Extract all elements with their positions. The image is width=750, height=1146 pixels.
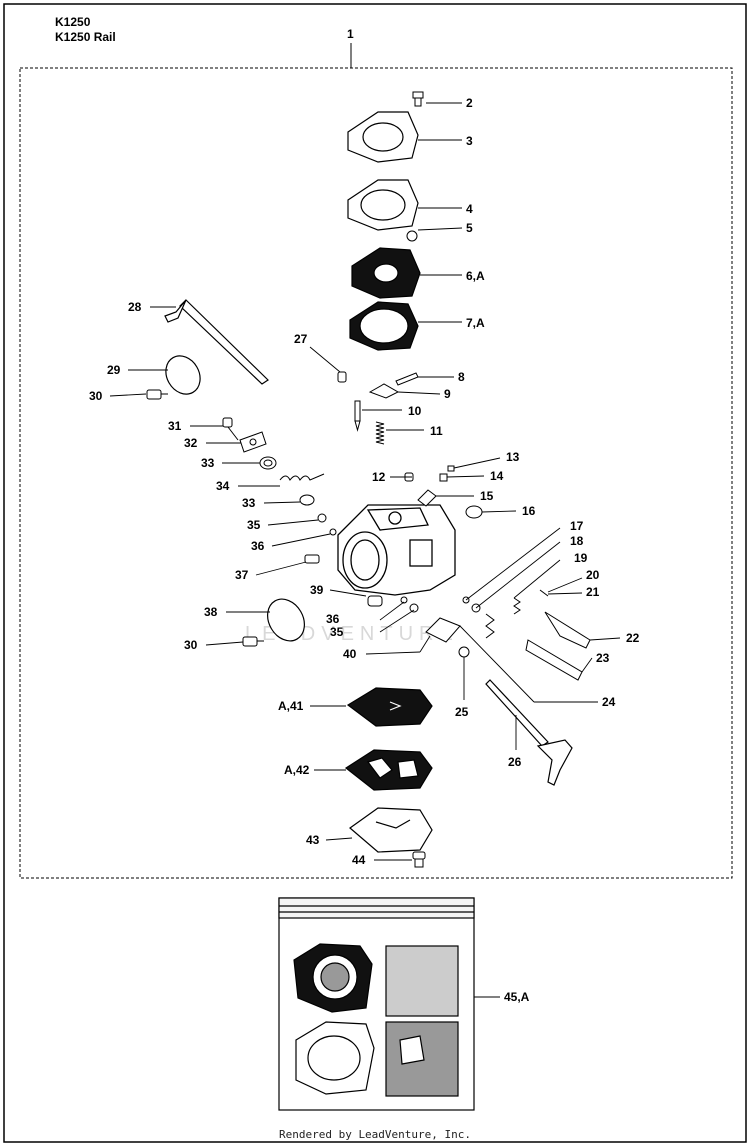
- callout-8: 8: [458, 370, 465, 384]
- model-subtitle: K1250 Rail: [55, 30, 116, 44]
- part-29-valve-plate: [165, 355, 201, 395]
- callout-32: 32: [184, 436, 198, 450]
- assembly-box: [19, 67, 733, 879]
- part-31-screw: [222, 417, 239, 441]
- callout-25: 25: [455, 705, 469, 719]
- callout-18: 18: [570, 534, 584, 548]
- part-38-valve-plate: [267, 598, 305, 642]
- callout-33: 33: [201, 456, 215, 470]
- outer-border: [3, 3, 747, 1143]
- callout-19: 19: [574, 551, 588, 565]
- part-11-spring: [375, 421, 385, 445]
- part-10-needle: [354, 400, 361, 432]
- part-39-plug: [367, 595, 383, 607]
- callout-38: 38: [204, 605, 218, 619]
- callout-11: 11: [430, 424, 443, 438]
- callout-39: 39: [310, 583, 324, 597]
- callout-35-b: 35: [330, 625, 344, 639]
- part-26-shaft: [485, 679, 573, 786]
- part-14-fitting: [439, 473, 448, 482]
- callout-35: 35: [247, 518, 261, 532]
- callout-45-a: 45,A: [504, 990, 530, 1004]
- part-41-diaphragm: [346, 687, 433, 727]
- part-9-lever: [368, 383, 400, 399]
- part-36-washer: [329, 528, 337, 536]
- part-45-kit: [278, 897, 475, 1111]
- part-43-cover: [349, 807, 433, 853]
- part-25-washer: [458, 646, 470, 658]
- callout-22: 22: [626, 631, 640, 645]
- part-27-screw: [337, 371, 347, 383]
- callout-21: 21: [586, 585, 600, 599]
- callout-44: 44: [352, 853, 366, 867]
- part-30-screw-lower: [242, 636, 264, 647]
- callout-33-b: 33: [242, 496, 256, 510]
- part-36-washer-b: [400, 596, 408, 604]
- part-8-pin: [395, 372, 419, 386]
- callout-26: 26: [508, 755, 522, 769]
- callout-5: 5: [466, 221, 473, 235]
- callout-17: 17: [570, 519, 584, 533]
- part-33-bushing: [259, 456, 277, 470]
- callout-34: 34: [216, 479, 230, 493]
- callout-6-a: 6,A: [466, 269, 485, 283]
- callout-14: 14: [490, 469, 504, 483]
- part-35-washer-b: [409, 603, 419, 613]
- callout-36: 36: [251, 539, 265, 553]
- part-33-bushing-b: [299, 494, 315, 506]
- assembly-label: 1: [347, 27, 354, 41]
- adjustment-needles: [462, 589, 591, 681]
- part-3-cover: [347, 111, 419, 163]
- callout-20: 20: [586, 568, 600, 582]
- part-30-screw-upper: [146, 389, 168, 400]
- part-15-cap: [417, 489, 437, 507]
- callout-3: 3: [466, 134, 473, 148]
- callout-24: 24: [602, 695, 616, 709]
- callout-4: 4: [466, 202, 473, 216]
- part-37-fitting: [304, 554, 320, 564]
- part-35-washer: [317, 513, 327, 523]
- part-44-screw: [412, 851, 426, 868]
- footer-credit: Rendered by LeadVenture, Inc.: [278, 1128, 472, 1141]
- part-5-o-ring: [406, 230, 418, 242]
- part-42-gasket: [344, 749, 433, 791]
- callout-36-b: 36: [326, 612, 340, 626]
- callout-41-a: A,41: [278, 699, 304, 713]
- callout-42-a: A,42: [284, 763, 310, 777]
- callout-43: 43: [306, 833, 320, 847]
- part-34-spring: [279, 473, 325, 481]
- callout-31: 31: [168, 419, 182, 433]
- part-16-plug: [465, 505, 483, 519]
- callout-16: 16: [522, 504, 536, 518]
- part-13-fitting: [447, 465, 455, 472]
- callout-40: 40: [343, 647, 357, 661]
- part-4-diaphragm: [347, 179, 419, 231]
- part-2-screw: [412, 91, 424, 107]
- callout-30-lower: 30: [184, 638, 198, 652]
- callout-37: 37: [235, 568, 249, 582]
- callout-28: 28: [128, 300, 142, 314]
- leader-lines: [109, 102, 621, 998]
- part-7-gasket: [349, 301, 419, 351]
- callout-29: 29: [107, 363, 121, 377]
- callout-labels: 2 3 4 5 6,A 7,A 8 9 10 11 12 13 14 15 16…: [89, 96, 640, 1004]
- part-28-throttle-shaft: [164, 299, 269, 385]
- callout-12: 12: [372, 470, 386, 484]
- callout-27: 27: [294, 332, 308, 346]
- carburetor-body: [337, 504, 456, 596]
- part-32-bracket: [239, 431, 267, 453]
- callout-7-a: 7,A: [466, 316, 485, 330]
- callout-15: 15: [480, 489, 494, 503]
- callout-9: 9: [444, 387, 451, 401]
- model-title: K1250: [55, 15, 91, 29]
- callout-13: 13: [506, 450, 520, 464]
- callout-2: 2: [466, 96, 473, 110]
- part-6-gasket: [351, 247, 421, 299]
- callout-30-upper: 30: [89, 389, 103, 403]
- callout-10: 10: [408, 404, 422, 418]
- callout-23: 23: [596, 651, 610, 665]
